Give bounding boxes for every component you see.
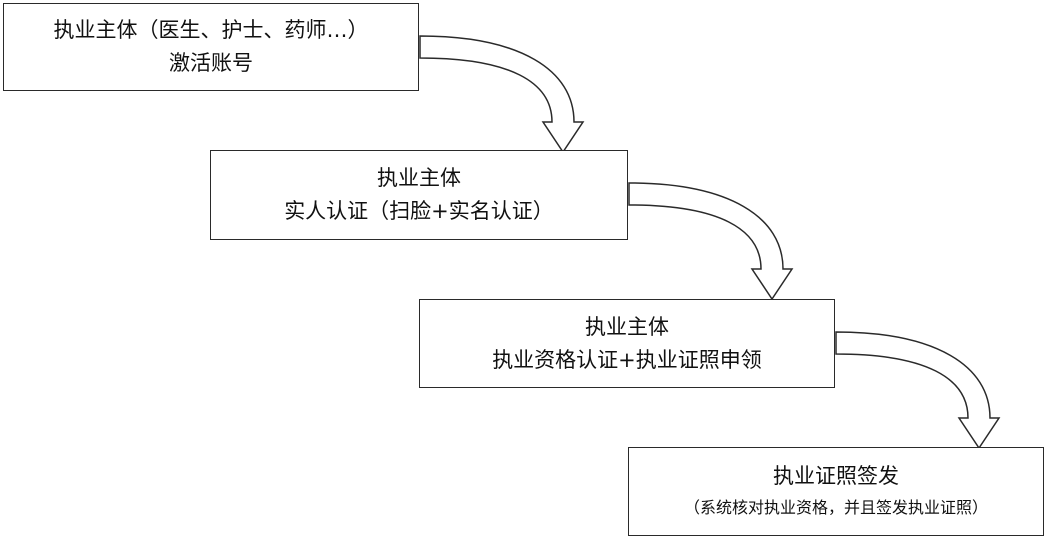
step-4-subtitle: （系统核对执业资格，并且签发执业证照）: [683, 498, 988, 517]
step-3-subtitle: 执业资格认证+执业证照申领: [492, 347, 762, 372]
curved-arrow-1-to-2: [419, 35, 585, 154]
step-2-title: 执业主体: [377, 166, 461, 190]
step-box-qualification-certification: 执业主体 执业资格认证+执业证照申领: [419, 299, 835, 388]
step-box-activate-account: 执业主体（医生、护士、药师…） 激活账号: [3, 3, 419, 91]
curved-arrow-2-to-3: [628, 182, 794, 301]
step-4-title: 执业证照签发: [773, 464, 899, 488]
curved-arrow-3-to-4: [835, 331, 1001, 450]
step-box-identity-verification: 执业主体 实人认证（扫脸+实名认证）: [210, 150, 628, 240]
step-1-title: 执业主体（医生、护士、药师…）: [53, 18, 369, 42]
step-3-title: 执业主体: [585, 314, 669, 339]
step-2-subtitle: 实人认证（扫脸+实名认证）: [284, 199, 554, 223]
step-1-subtitle: 激活账号: [169, 51, 253, 75]
step-box-license-issuance: 执业证照签发 （系统核对执业资格，并且签发执业证照）: [628, 447, 1044, 536]
